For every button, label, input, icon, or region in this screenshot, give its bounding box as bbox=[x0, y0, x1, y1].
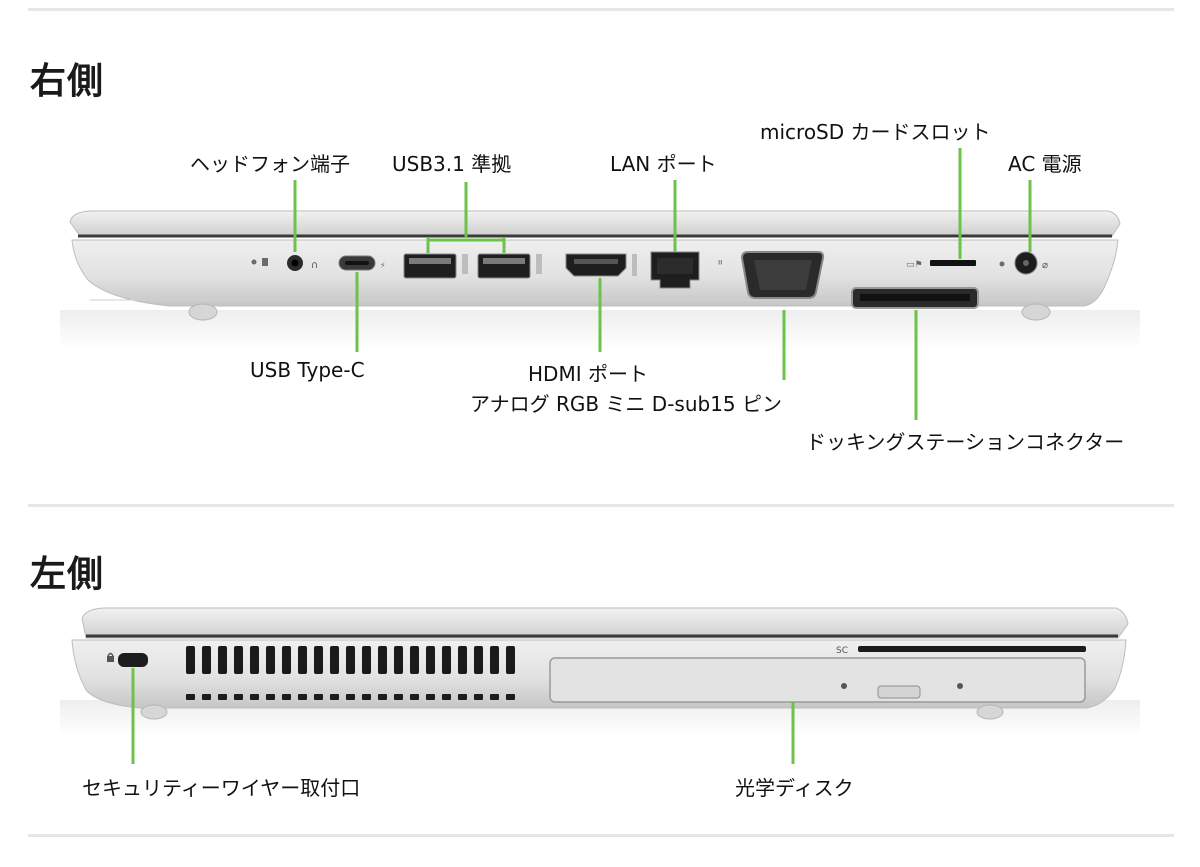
left-side-title: 左側 bbox=[30, 554, 105, 595]
svg-text:∩: ∩ bbox=[311, 260, 318, 271]
vent-grille bbox=[186, 646, 515, 700]
usb-a-port-1 bbox=[403, 253, 457, 279]
label-headphone-jack: ヘッドフォン端子 bbox=[190, 152, 350, 176]
svg-text:⚡: ⚡ bbox=[380, 261, 386, 270]
svg-text:ᐦ: ᐦ bbox=[718, 258, 722, 271]
svg-text:▭⚑: ▭⚑ bbox=[906, 260, 923, 270]
label-optical-disk: 光学ディスク bbox=[735, 776, 854, 800]
label-hdmi-port: HDMI ポート bbox=[528, 362, 648, 386]
label-ac-power: AC 電源 bbox=[1008, 152, 1082, 176]
label-docking-connector: ドッキングステーションコネクター bbox=[806, 430, 1125, 454]
middle-divider bbox=[28, 504, 1174, 507]
security-lock-slot bbox=[118, 653, 148, 667]
sc-mark: SC bbox=[836, 646, 848, 656]
label-lan-port: LAN ポート bbox=[610, 152, 717, 176]
smart-card-slot bbox=[858, 646, 1086, 652]
label-microsd-slot: microSD カードスロット bbox=[760, 120, 991, 144]
label-usb-type-c: USB Type-C bbox=[250, 358, 365, 382]
right-side-laptop: ∩ ⚡ ᐦ ▭⚑ ⌀ bbox=[60, 210, 1140, 350]
microsd-slot bbox=[930, 260, 976, 266]
label-security-slot: セキュリティーワイヤー取付口 bbox=[82, 776, 361, 800]
usb-a-port-2 bbox=[477, 253, 531, 279]
top-divider bbox=[28, 8, 1174, 11]
svg-text:⌀: ⌀ bbox=[1042, 260, 1048, 271]
bottom-divider bbox=[28, 834, 1174, 837]
eject-button bbox=[877, 685, 921, 699]
right-side-title: 右側 bbox=[30, 61, 105, 102]
label-vga-port: アナログ RGB ミニ D-sub15 ピン bbox=[470, 392, 783, 416]
hdmi-port bbox=[565, 253, 627, 277]
label-usb31: USB3.1 準拠 bbox=[392, 152, 512, 176]
left-side-laptop: SC bbox=[60, 607, 1140, 736]
leader-lines bbox=[131, 148, 1032, 764]
optical-drive-tray bbox=[549, 657, 1086, 703]
